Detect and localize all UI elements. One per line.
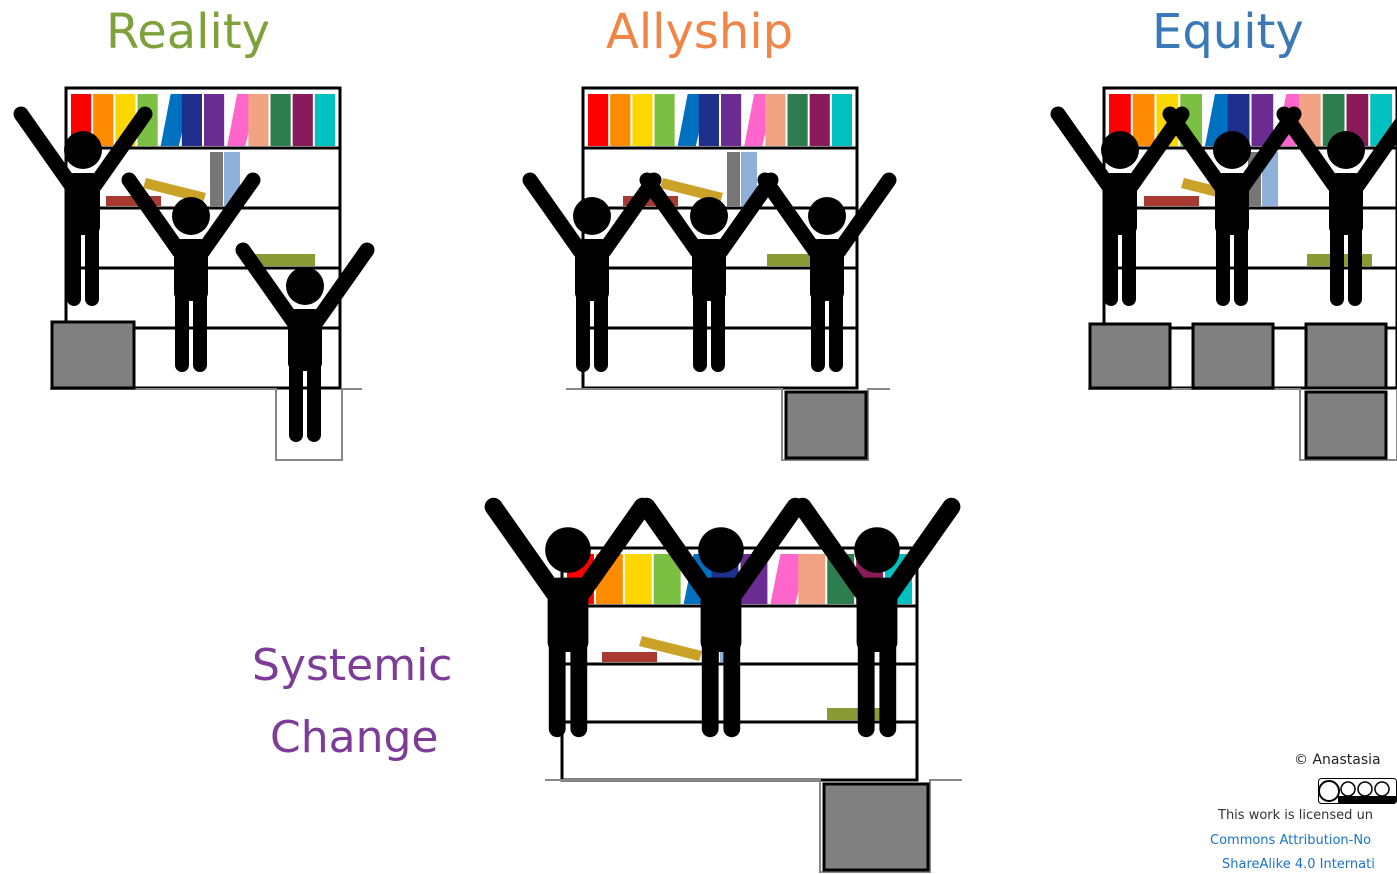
person-systemic-middle [637,497,805,738]
book [741,152,757,206]
person-arm [637,497,716,601]
person-systemic-right [793,497,961,738]
credit-author: © Anastasia [1294,752,1381,768]
book [787,94,808,146]
book [765,94,786,146]
person-arm [235,242,301,329]
person-head [545,527,591,573]
book [248,94,269,146]
box-equity-right-top [1304,322,1388,390]
person-reality-tall [13,106,153,306]
person-head [690,197,728,235]
person-arm [831,172,897,259]
cc-license-badge-icon [1318,778,1397,804]
person-equity-right [1276,106,1397,306]
person-arm [793,497,872,601]
title-change: Change [270,712,439,763]
title-systemic: Systemic [252,640,453,691]
person-reality-medium [121,172,261,372]
person-head [172,197,210,235]
person-arm [1350,116,1397,193]
person-head [286,267,324,305]
person-arm [1050,106,1116,193]
book [809,94,830,146]
book [314,94,335,146]
person-arm [1162,106,1228,193]
book [610,94,631,146]
book [632,94,653,146]
person-arm [713,172,779,259]
person-reality-short [235,242,375,442]
person-arm [121,172,187,259]
book [210,152,223,206]
book [292,94,313,146]
book [623,196,678,206]
box-equity-right-bottom [1304,390,1388,460]
person-head [698,527,744,573]
book [639,636,702,661]
person-arm [484,497,563,601]
title-allyship: Allyship [606,4,794,60]
person-arm [596,172,662,259]
person-arm [87,106,153,193]
book [770,554,808,604]
person-head [854,527,900,573]
person-head [64,131,102,169]
book [270,94,291,146]
title-equity: Equity [1152,4,1304,60]
book [727,152,740,206]
person-allyship-middle [639,172,779,372]
person-arm [726,497,805,601]
person-arm [195,172,261,259]
person-head [573,197,611,235]
person-arm [882,497,961,601]
box-equity-left [1088,322,1172,390]
credit-license-link-line1[interactable]: Commons Attribution-No [1210,833,1372,848]
box-allyship [784,390,868,460]
book [204,94,225,146]
box-reality [50,320,136,390]
book [624,554,652,604]
book [660,178,723,203]
ground-allyship [566,388,890,461]
book [93,94,114,146]
ground-reality [50,388,362,461]
ground-systemic [545,779,962,873]
person-arm [573,497,652,601]
person-equity-middle [1162,106,1302,306]
person-arm [522,172,588,259]
book [181,94,202,146]
person-arm [309,242,375,329]
box-systemic [822,782,930,872]
person-arm [639,172,705,259]
book [1144,196,1199,206]
person-arm [757,172,823,259]
book [698,94,719,146]
person-head [1327,131,1365,169]
person-head [1213,131,1251,169]
title-reality: Reality [106,4,271,60]
box-equity-middle [1191,322,1275,390]
book [602,652,657,662]
person-arm [1276,106,1342,193]
person-arm [13,106,79,193]
book [106,196,161,206]
book [721,94,742,146]
person-systemic-left [484,497,652,738]
book [798,554,826,604]
book [654,94,675,146]
person-allyship-left [522,172,662,372]
book [1132,94,1155,146]
person-head [1101,131,1139,169]
book [588,94,609,146]
book [1251,94,1274,146]
credit-license-text: This work is licensed un [1218,808,1374,823]
book [143,178,206,203]
credit-license-link-line2[interactable]: ShareAlike 4.0 Internati [1222,857,1375,872]
person-head [808,197,846,235]
book [250,254,315,266]
book [831,94,852,146]
person-allyship-right [757,172,897,372]
